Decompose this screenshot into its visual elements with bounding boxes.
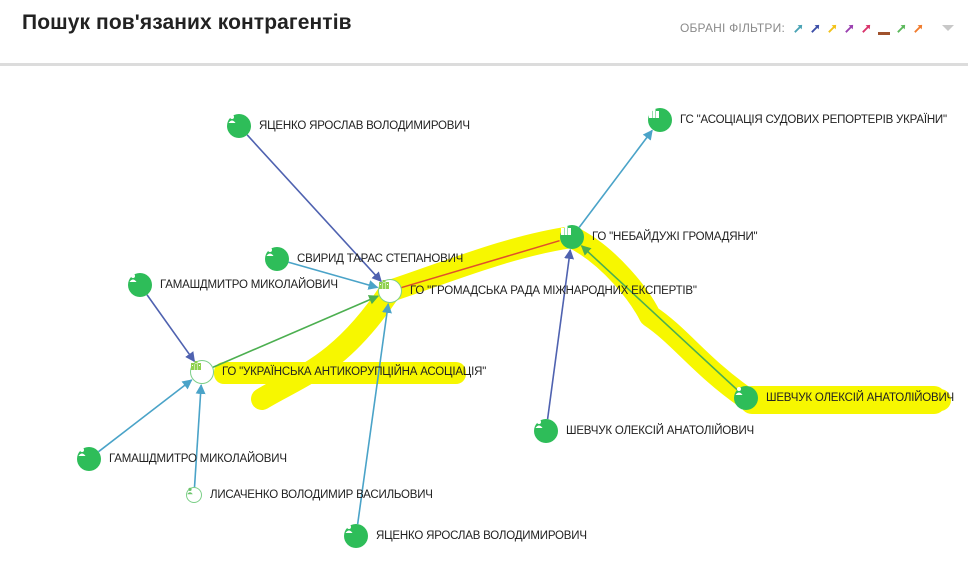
graph-node[interactable]: СВИРИД ТАРАС СТЕПАНОВИЧ	[265, 247, 463, 271]
page-title: Пошук пов'язаних контрагентів	[22, 11, 352, 34]
node-circle[interactable]	[344, 524, 368, 548]
graph-node[interactable]: ГО "ГРОМАДСЬКА РАДА МІЖНАРОДНИХ ЕКСПЕРТІ…	[378, 279, 697, 303]
filters-label: ОБРАНІ ФІЛЬТРИ:	[679, 21, 785, 35]
node-label[interactable]: ГС "АСОЦІАЦІЯ СУДОВИХ РЕПОРТЕРІВ УКРАЇНИ…	[680, 114, 947, 126]
node-label[interactable]: ГАМАШДМИТРО МИКОЛАЙОВИЧ	[109, 453, 287, 465]
filter-arrow-icon-orange[interactable]	[913, 23, 924, 34]
graph-node[interactable]: ЯЦЕНКО ЯРОСЛАВ ВОЛОДИМИРОВИЧ	[344, 524, 587, 548]
node-label[interactable]: ЯЦЕНКО ЯРОСЛАВ ВОЛОДИМИРОВИЧ	[376, 530, 587, 542]
node-circle[interactable]	[190, 360, 214, 384]
header: Пошук пов'язаних контрагентів ОБРАНІ ФІЛ…	[0, 0, 968, 63]
edge-n6-n7[interactable]	[146, 294, 196, 363]
graph-node[interactable]: ГАМАШДМИТРО МИКОЛАЙОВИЧ	[128, 273, 338, 297]
node-circle[interactable]	[186, 487, 202, 503]
chevron-down-icon[interactable]	[942, 25, 954, 31]
graph-node[interactable]: ШЕВЧУК ОЛЕКСІЙ АНАТОЛІЙОВИЧ	[734, 386, 954, 410]
graph-node[interactable]: ЛИСАЧЕНКО ВОЛОДИМИР ВАСИЛЬОВИЧ	[186, 487, 433, 503]
filter-arrow-icon-blue[interactable]	[810, 23, 821, 34]
edge-n8-n3[interactable]	[580, 245, 738, 391]
filter-line-icon-brown[interactable]	[878, 31, 890, 35]
node-label[interactable]: ГО "ГРОМАДСЬКА РАДА МІЖНАРОДНИХ ЕКСПЕРТІ…	[410, 285, 697, 297]
node-label[interactable]: ГАМАШДМИТРО МИКОЛАЙОВИЧ	[160, 279, 338, 291]
node-circle[interactable]	[77, 447, 101, 471]
graph-edges	[98, 129, 951, 525]
filter-arrow-icon-pink[interactable]	[861, 23, 872, 34]
graph-node[interactable]: ГО "НЕБАЙДУЖІ ГРОМАДЯНИ"	[560, 225, 758, 249]
node-label[interactable]: ШЕВЧУК ОЛЕКСІЙ АНАТОЛІЙОВИЧ	[766, 392, 955, 404]
node-circle[interactable]	[378, 279, 402, 303]
node-circle[interactable]	[128, 273, 152, 297]
node-circle[interactable]	[648, 108, 672, 132]
filter-arrow-icon-teal[interactable]	[793, 23, 804, 34]
edge-n12-n5[interactable]	[356, 302, 392, 525]
node-label[interactable]: ЯЦЕНКО ЯРОСЛАВ ВОЛОДИМИРОВИЧ	[259, 120, 470, 132]
relations-graph[interactable]: ЯЦЕНКО ЯРОСЛАВ ВОЛОДИМИРОВИЧ ГС "АСОЦІАЦІ…	[0, 66, 968, 561]
node-circle[interactable]	[734, 386, 758, 410]
node-circle[interactable]	[227, 114, 251, 138]
filter-arrow-icon-purple[interactable]	[844, 23, 855, 34]
graph-node[interactable]: ШЕВЧУК ОЛЕКСІЙ АНАТОЛІЙОВИЧ	[534, 419, 754, 443]
node-circle[interactable]	[534, 419, 558, 443]
graph-node[interactable]: ГС "АСОЦІАЦІЯ СУДОВИХ РЕПОРТЕРІВ УКРАЇНИ…	[648, 108, 947, 132]
edge-n9-n3[interactable]	[546, 248, 575, 420]
node-label[interactable]: ЛИСАЧЕНКО ВОЛОДИМИР ВАСИЛЬОВИЧ	[210, 489, 433, 501]
edge-n7-n5[interactable]	[212, 295, 379, 368]
edge-n3-n2[interactable]	[578, 129, 653, 228]
edge-n5-n3[interactable]	[401, 239, 560, 289]
node-circle[interactable]	[265, 247, 289, 271]
edge-n10-n7[interactable]	[98, 379, 193, 453]
node-label[interactable]: ГО "НЕБАЙДУЖІ ГРОМАДЯНИ"	[592, 231, 758, 243]
node-label[interactable]: ШЕВЧУК ОЛЕКСІЙ АНАТОЛІЙОВИЧ	[566, 425, 755, 437]
node-circle[interactable]	[560, 225, 584, 249]
filter-arrow-icon-green[interactable]	[896, 23, 907, 34]
highlight-path	[214, 226, 951, 414]
edge-n4-n5[interactable]	[288, 261, 379, 290]
node-label[interactable]: СВИРИД ТАРАС СТЕПАНОВИЧ	[297, 253, 464, 265]
node-label[interactable]: ГО "УКРАЇНСЬКА АНТИКОРУПЦІЙНА АСОЦІАЦІЯ"	[222, 366, 487, 378]
graph-node[interactable]: ГАМАШДМИТРО МИКОЛАЙОВИЧ	[77, 447, 287, 471]
edge-n11-n7[interactable]	[193, 383, 206, 488]
edge-n1-n5[interactable]	[246, 134, 382, 283]
graph-node[interactable]: ГО "УКРАЇНСЬКА АНТИКОРУПЦІЙНА АСОЦІАЦІЯ"	[190, 360, 486, 384]
header-divider	[0, 63, 968, 66]
selected-filters[interactable]: ОБРАНІ ФІЛЬТРИ:	[680, 18, 954, 38]
graph-node[interactable]: ЯЦЕНКО ЯРОСЛАВ ВОЛОДИМИРОВИЧ	[227, 114, 470, 138]
filter-arrow-icon-yellow[interactable]	[827, 23, 838, 34]
